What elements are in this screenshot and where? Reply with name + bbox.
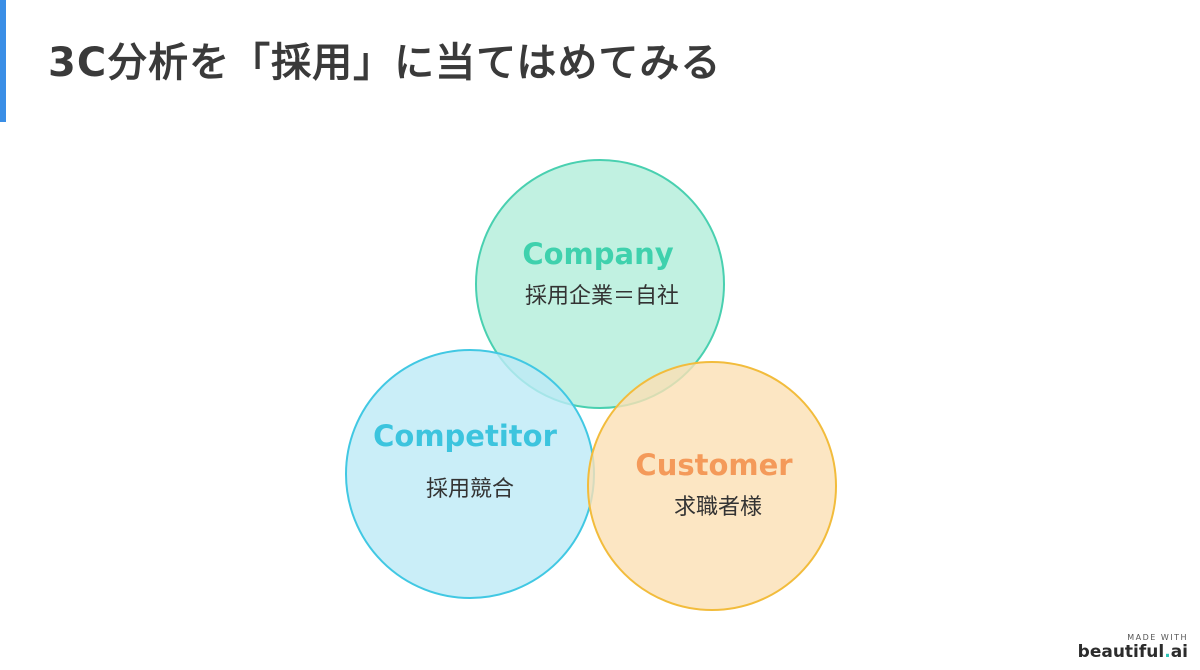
company-circle [475,159,725,409]
customer-circle [587,361,837,611]
competitor-label: Competitor [373,419,557,453]
company-sub: 採用企業＝自社 [525,284,679,309]
competitor-circle [345,349,595,599]
slide-title: 3C分析を「採用」に当てはめてみる [48,40,722,86]
brand-suffix: ai [1170,642,1188,662]
made-with-label: MADE WITH [1127,633,1188,642]
customer-label: Customer [635,448,793,482]
competitor-sub: 採用競合 [426,477,514,502]
brand-logo: beautiful.ai [1078,642,1188,662]
accent-bar [0,0,6,122]
brand-dot: . [1164,642,1171,662]
customer-sub: 求職者様 [674,495,762,520]
made-with-badge[interactable]: MADE WITH beautiful.ai [1078,633,1188,662]
company-label: Company [522,237,673,271]
brand-main: beautiful [1077,642,1165,662]
